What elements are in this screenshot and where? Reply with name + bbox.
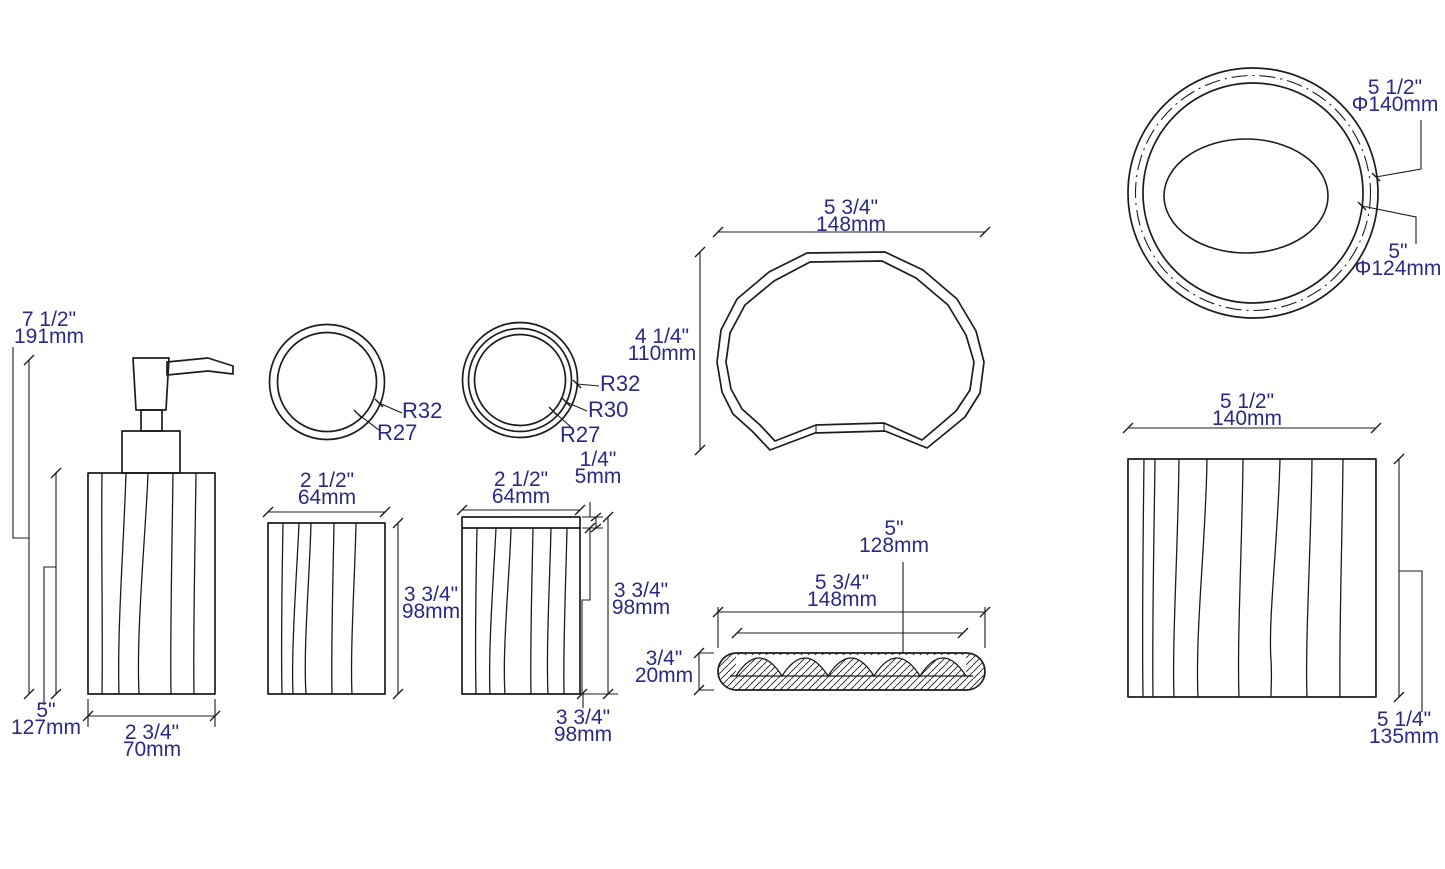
dim-soap-dish-outer-width: 5 3/4" 148mm xyxy=(806,571,878,611)
dim-soap-dish-height: 3/4" 20mm xyxy=(634,647,694,687)
dim-waste-bin-outer-diameter: 5 1/2" Φ140mm xyxy=(1351,76,1439,116)
dim-toothbrush-rim-height: 1/4" 5mm xyxy=(574,448,622,488)
pump-cap xyxy=(121,430,181,474)
pump-neck xyxy=(140,409,163,432)
dim-toothbrush-inner-radius: R27 xyxy=(560,422,601,447)
dim-tumbler-inner-radius: R27 xyxy=(377,420,418,445)
dim-tumbler-height: 3 3/4" 98mm xyxy=(401,583,461,623)
tumbler-top-view xyxy=(268,323,403,441)
dim-soap-dish-depth: 4 1/4" 110mm xyxy=(627,325,697,365)
dim-toothbrush-outer-height: 3 3/4" 98mm xyxy=(611,579,671,619)
toothbrush-holder-front-view xyxy=(456,502,618,708)
soap-dish-top-view xyxy=(694,226,991,456)
pump-head xyxy=(132,357,170,411)
dim-tumbler-outer-radius: R32 xyxy=(402,398,443,423)
dim-soap-dish-inner-width: 5" 128mm xyxy=(858,517,930,557)
dim-toothbrush-inner-height: 3 3/4" 98mm xyxy=(553,706,613,746)
pump-spout xyxy=(166,357,234,376)
dim-waste-bin-width: 5 1/2" 140mm xyxy=(1211,390,1283,430)
dim-dispenser-body-height: 5" 127mm xyxy=(10,699,82,739)
dim-toothbrush-middle-radius: R30 xyxy=(588,397,629,422)
soap-dispenser-front-view xyxy=(12,347,234,727)
dim-toothbrush-outer-radius: R32 xyxy=(600,371,641,396)
dim-waste-bin-height: 5 1/4" 135mm xyxy=(1368,708,1440,748)
dim-soap-dish-width: 5 3/4" 148mm xyxy=(815,196,887,236)
waste-bin-top-view xyxy=(1127,67,1422,319)
dim-waste-bin-inner-diameter: 5" Φ124mm xyxy=(1354,240,1442,280)
dim-dispenser-total-height: 7 1/2" 191mm xyxy=(13,308,85,348)
soap-dish-side-view xyxy=(693,562,991,696)
dim-dispenser-width: 2 3/4" 70mm xyxy=(122,721,182,761)
tumbler-front-view xyxy=(262,506,404,700)
toothbrush-holder-top-view xyxy=(461,321,600,439)
dim-tumbler-width: 2 1/2" 64mm xyxy=(297,469,357,509)
dim-toothbrush-width: 2 1/2" 64mm xyxy=(491,468,551,508)
waste-bin-front-view xyxy=(1122,422,1423,712)
